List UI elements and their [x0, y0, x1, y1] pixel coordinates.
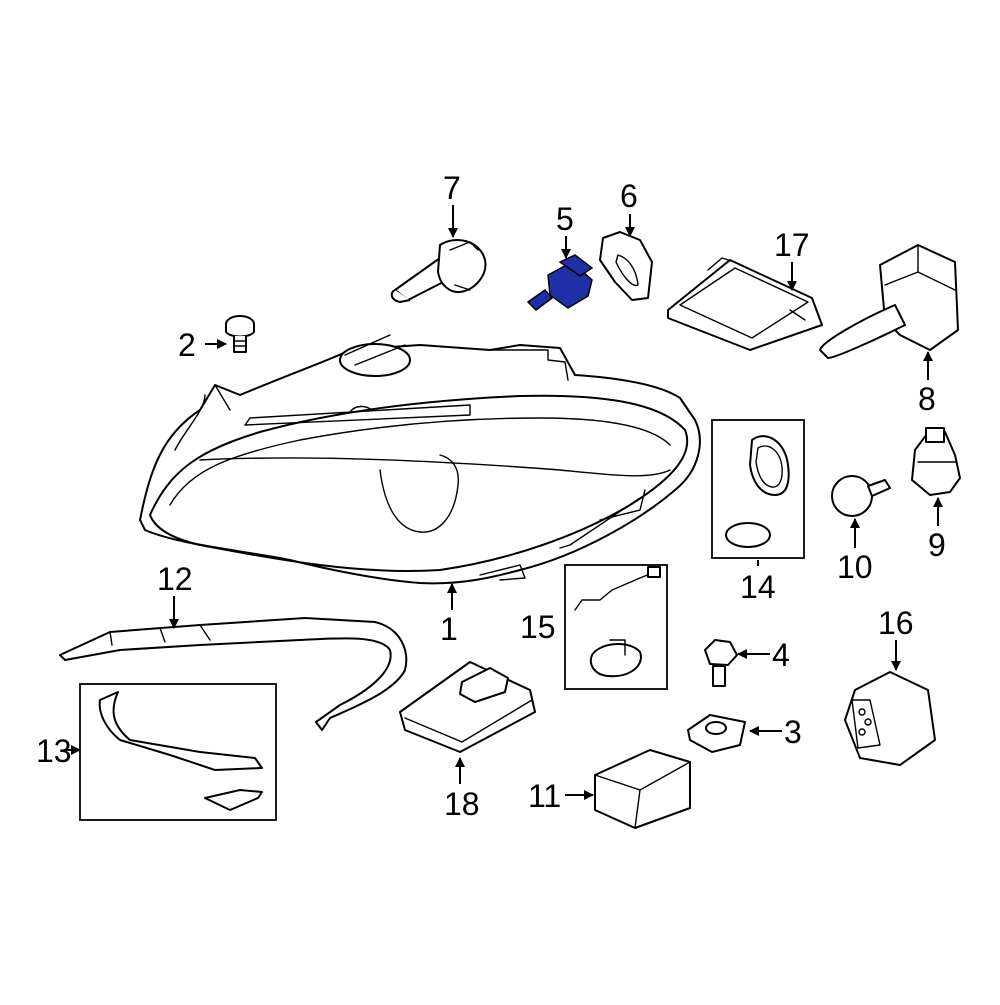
callout-17: 17 [774, 227, 810, 263]
callout-18: 18 [444, 786, 480, 822]
bolt-part-4[interactable] [704, 639, 738, 687]
callout-11: 11 [528, 778, 561, 814]
callout-13: 13 [36, 733, 72, 769]
small-bulb-10[interactable] [831, 475, 891, 517]
callout-16: 16 [878, 605, 914, 641]
connector-part-16[interactable] [844, 671, 936, 766]
gasket-kit-box[interactable] [711, 419, 805, 559]
callout-2: 2 [178, 327, 196, 363]
trim-strip-12[interactable] [59, 617, 408, 731]
ballast-part-18[interactable] [399, 661, 536, 753]
sensor-kit-box[interactable] [564, 564, 668, 690]
headlight-assembly[interactable] [139, 334, 701, 585]
callout-3: 3 [784, 714, 802, 750]
bulb-socket-9[interactable] [911, 427, 961, 496]
callout-1: 1 [440, 611, 458, 647]
callout-5: 5 [556, 201, 574, 237]
callout-arrows [64, 205, 943, 800]
strip-kit-box[interactable] [79, 683, 277, 821]
clip-nut-3[interactable] [687, 714, 746, 753]
callout-14: 14 [740, 569, 776, 605]
xenon-bulb-8[interactable] [819, 244, 959, 359]
callout-7: 7 [443, 170, 461, 206]
callout-4: 4 [772, 637, 790, 673]
callout-10: 10 [837, 549, 873, 585]
callout-8: 8 [918, 381, 936, 417]
callout-6: 6 [620, 178, 638, 214]
callout-9: 9 [928, 527, 946, 563]
callout-15: 15 [520, 609, 556, 645]
screw-part[interactable] [225, 315, 255, 353]
callout-labels: 1 2 3 4 5 6 7 8 9 10 11 12 13 14 15 16 1… [36, 170, 946, 822]
package-box-11[interactable] [594, 749, 691, 829]
callout-12: 12 [157, 561, 193, 597]
highlighted-part-5[interactable] [526, 254, 594, 311]
h7-bulb-part[interactable] [390, 239, 487, 303]
control-module-17[interactable] [667, 257, 823, 351]
cover-part-6[interactable] [599, 231, 653, 301]
